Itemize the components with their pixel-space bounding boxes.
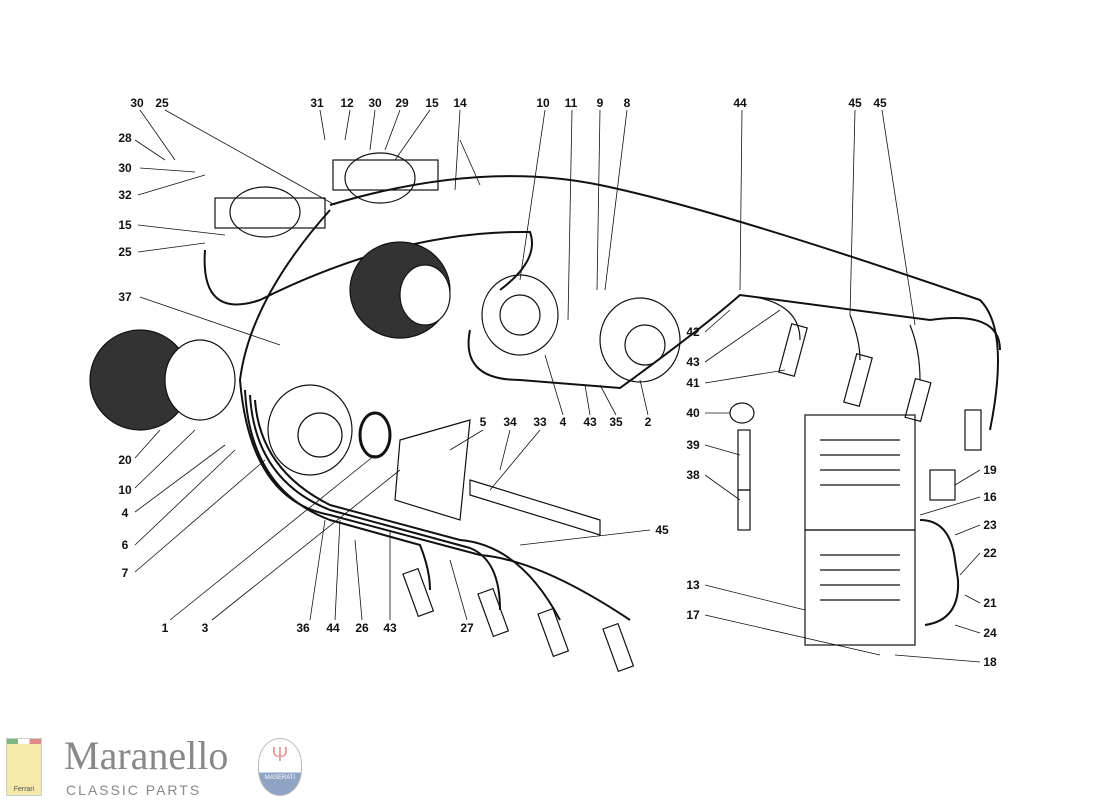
callout-label: 35 xyxy=(609,415,623,429)
callout-label: 44 xyxy=(733,96,747,110)
callout-label: 42 xyxy=(686,325,700,339)
callout-label: 18 xyxy=(983,655,997,669)
callout-label: 17 xyxy=(686,608,700,622)
callout-label: 31 xyxy=(310,96,324,110)
callout-label: 10 xyxy=(118,483,132,497)
callout-label: 41 xyxy=(686,376,700,390)
callout-label: 15 xyxy=(425,96,439,110)
callout-label: 28 xyxy=(118,131,132,145)
callout-label: 45 xyxy=(848,96,862,110)
callout-label: 36 xyxy=(296,621,310,635)
callout-label: 30 xyxy=(118,161,132,175)
callout-label: 43 xyxy=(583,415,597,429)
ferrari-badge-icon: Ferrari xyxy=(6,738,42,796)
ferrari-badge-text: Ferrari xyxy=(13,786,35,793)
callout-label: 21 xyxy=(983,596,997,610)
callout-label: 6 xyxy=(121,538,129,552)
callout-label: 33 xyxy=(533,415,547,429)
callout-label: 39 xyxy=(686,438,700,452)
callout-label: 10 xyxy=(536,96,550,110)
callout-label: 45 xyxy=(873,96,887,110)
callout-label: 22 xyxy=(983,546,997,560)
callout-label: 37 xyxy=(118,290,132,304)
callout-label: 4 xyxy=(559,415,567,429)
callout-label: 25 xyxy=(118,245,132,259)
callout-label: 4 xyxy=(121,506,129,520)
callout-label: 34 xyxy=(503,415,517,429)
callout-label: 24 xyxy=(983,626,997,640)
callout-label: 13 xyxy=(686,578,700,592)
maserati-badge-text: MASERATI xyxy=(264,775,296,781)
brand-name: Maranello xyxy=(64,733,229,778)
brand-subtitle: CLASSIC PARTS xyxy=(66,782,202,798)
callout-label: 11 xyxy=(564,96,578,110)
callout-label: 43 xyxy=(686,355,700,369)
callout-label: 25 xyxy=(155,96,169,110)
ecu-module xyxy=(804,414,916,646)
callout-label: 30 xyxy=(368,96,382,110)
callout-label: 15 xyxy=(118,218,132,232)
callout-label: 12 xyxy=(340,96,354,110)
callout-label: 16 xyxy=(983,490,997,504)
callout-label: 45 xyxy=(655,523,669,537)
callout-label: 44 xyxy=(326,621,340,635)
callout-label: 3 xyxy=(201,621,209,635)
callout-label: 5 xyxy=(479,415,487,429)
callout-label: 43 xyxy=(383,621,397,635)
callout-label: 14 xyxy=(453,96,467,110)
callout-label: 20 xyxy=(118,453,132,467)
ignition-coil xyxy=(332,152,439,204)
callout-label: 2 xyxy=(644,415,652,429)
ignition-coil xyxy=(214,186,326,238)
callout-label: 40 xyxy=(686,406,700,420)
callout-label: 23 xyxy=(983,518,997,532)
callout-label: 7 xyxy=(121,566,129,580)
callout-label: 29 xyxy=(395,96,409,110)
callout-label: 27 xyxy=(460,621,474,635)
callout-label: 9 xyxy=(596,96,604,110)
callout-label: 32 xyxy=(118,188,132,202)
callout-label: 30 xyxy=(130,96,144,110)
callout-label: 38 xyxy=(686,468,700,482)
callout-label: 1 xyxy=(161,621,169,635)
callout-label: 19 xyxy=(983,463,997,477)
callout-label: 8 xyxy=(623,96,631,110)
callout-label: 26 xyxy=(355,621,369,635)
